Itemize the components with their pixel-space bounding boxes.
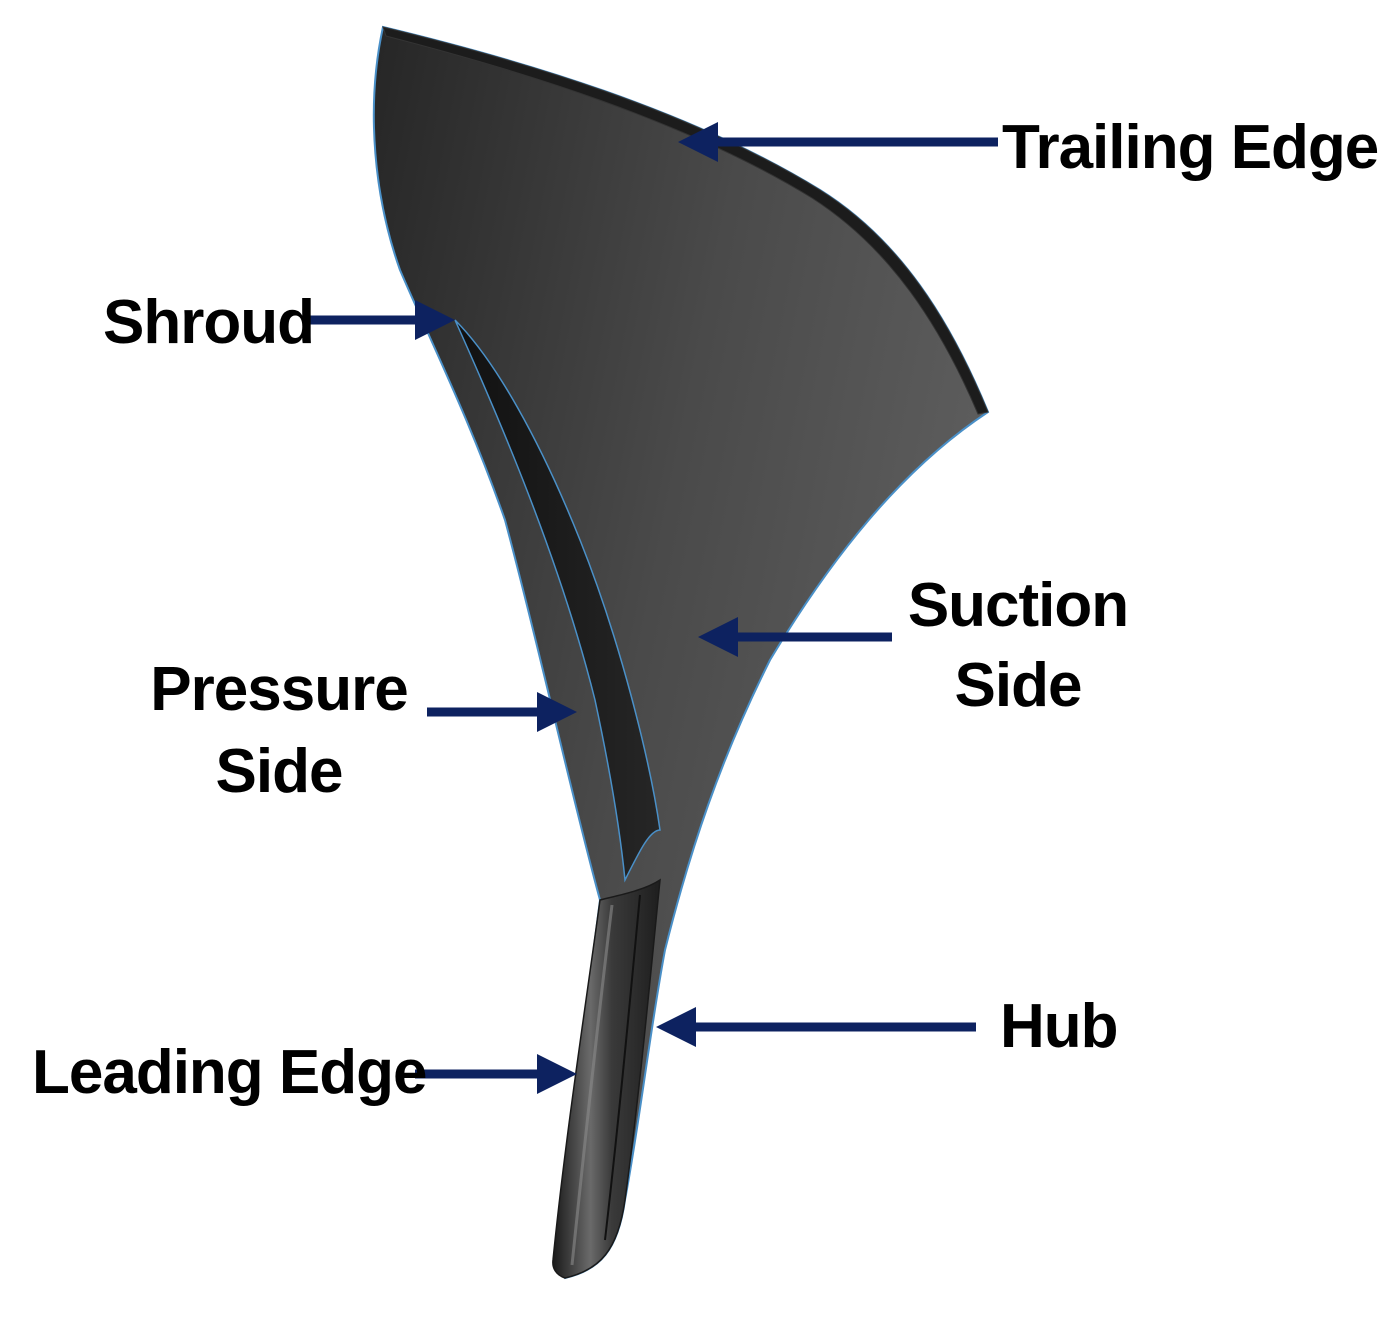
stem-edge-line — [604, 894, 641, 1241]
trailing-edge-label: Trailing Edge — [1002, 113, 1378, 182]
leading-edge-label: Leading Edge — [32, 1038, 426, 1107]
hub-arrowhead — [656, 1007, 696, 1047]
shroud-arrowhead — [415, 300, 455, 340]
leading-edge-arrowhead — [537, 1054, 577, 1094]
suction-side-arrowhead — [698, 617, 738, 657]
pressure-side-label-line1: Pressure — [150, 655, 407, 724]
trailing-edge-arrowhead — [678, 122, 718, 162]
suction-side-label-line1: Suction — [908, 571, 1128, 640]
shroud-label: Shroud — [103, 288, 314, 357]
pressure-side-label-line2: Side — [216, 737, 343, 806]
pressure-side-arrowhead — [537, 692, 577, 732]
pressure-side-surface — [454, 319, 661, 883]
suction-side-label-line2: Side — [955, 651, 1082, 720]
trailing-edge-strip — [382, 26, 989, 415]
blade-suction-surface — [372, 25, 990, 1280]
stem-highlight — [570, 904, 614, 1266]
hub-label: Hub — [1000, 992, 1118, 1061]
